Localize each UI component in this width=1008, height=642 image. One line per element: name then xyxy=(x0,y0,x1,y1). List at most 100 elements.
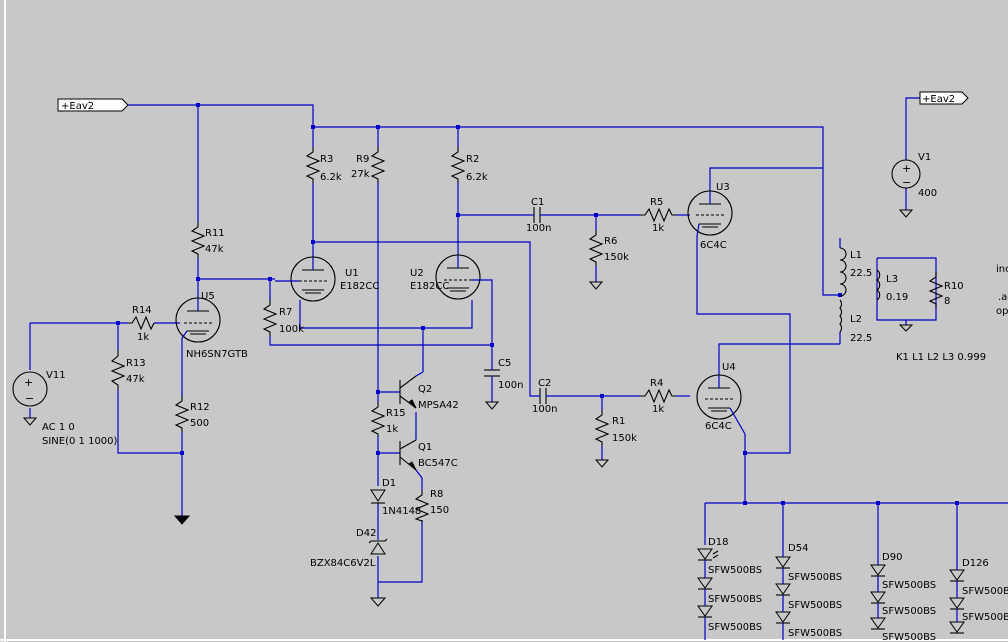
resistor-r12[interactable]: R12 500 xyxy=(174,396,210,432)
capacitor-c1[interactable]: C1 100n xyxy=(526,197,551,234)
voltage-source-v11-text: V11 xyxy=(46,370,66,381)
tube-u3[interactable]: U3 6C4C xyxy=(687,182,733,251)
inductor-l2-path xyxy=(839,299,843,333)
zener-d42[interactable]: D42 BZX84C6V2L xyxy=(310,528,388,569)
eav2-flag-left[interactable]: +Eav2 xyxy=(57,98,129,112)
led-string-d90-text: D90 xyxy=(882,552,902,563)
wires-polyline xyxy=(313,126,840,296)
resistor-r13-text: R13 xyxy=(126,358,146,369)
inductor-l3[interactable]: L3 0.19 xyxy=(876,269,908,303)
resistor-r7[interactable]: R7 100k xyxy=(262,300,304,336)
resistor-r9-text: R9 xyxy=(356,154,369,165)
inductor-l1[interactable]: L1 22.5 xyxy=(839,247,872,297)
diode-d1[interactable]: D1 1N4148 xyxy=(370,478,421,517)
resistor-r5-polyline xyxy=(640,207,676,223)
resistor-r6-text: R6 xyxy=(604,236,617,247)
tube-u1-circle xyxy=(290,256,336,302)
tube-u4-text: 6C4C xyxy=(705,421,732,432)
resistor-r13[interactable]: R13 47k xyxy=(110,350,146,390)
transistor-q1-text: BC547C xyxy=(418,458,458,469)
directive-fragment-1[interactable]: inc xyxy=(996,264,1008,275)
voltage-source-v11-circle xyxy=(12,371,48,407)
voltage-source-v11-text: + xyxy=(24,376,33,389)
junctions-rect xyxy=(180,451,184,455)
resistor-r5-text: R5 xyxy=(650,197,663,208)
resistor-r11[interactable]: R11 47k xyxy=(190,222,225,258)
led-string-d90-polygon xyxy=(870,591,886,603)
led-string-d54-text: SFW500BS xyxy=(788,572,842,583)
resistor-r7-polyline xyxy=(262,300,278,336)
junctions-rect xyxy=(743,451,747,455)
voltage-source-v11[interactable]: + − V11 AC 1 0 SINE(0 1 1000) xyxy=(12,370,118,447)
tube-u4[interactable]: U4 6C4C xyxy=(696,362,746,435)
resistor-r10-polyline xyxy=(928,272,944,308)
capacitor-c5-text: C5 xyxy=(498,358,511,369)
led-string-d54-text: SFW500BS xyxy=(788,628,842,639)
wires-polyline xyxy=(696,236,791,454)
transistor-q1-line xyxy=(399,439,417,450)
tube-u5-path xyxy=(187,330,209,335)
tube-u2[interactable]: U2 E182CC xyxy=(410,254,490,300)
capacitor-c2[interactable]: C2 100n xyxy=(532,378,557,415)
tube-u2-text: U2 xyxy=(410,268,424,279)
led-string-d54[interactable]: D54 SFW500BS SFW500BS SFW500BS xyxy=(775,543,842,640)
led-string-d126[interactable]: D126 SFW500BS SFW500BS xyxy=(949,555,1008,634)
transistor-q2-line xyxy=(415,371,424,377)
ground-symbols-polygon xyxy=(173,515,191,525)
voltage-source-v11-text: − xyxy=(25,392,34,405)
inductor-l2[interactable]: L2 22.5 xyxy=(839,299,872,344)
directive-fragment-3[interactable]: op xyxy=(996,306,1008,317)
resistor-r15-text: R15 xyxy=(386,408,406,419)
resistor-r5[interactable]: R5 1k xyxy=(640,197,676,234)
ground-symbols-polygon xyxy=(369,597,387,607)
eav2-flag-right[interactable]: +Eav2 xyxy=(919,91,969,105)
wires-polyline xyxy=(198,104,314,147)
transistor-q1[interactable]: Q1 BC547C xyxy=(399,439,458,471)
tube-u1-text: U1 xyxy=(345,268,359,279)
resistor-r14[interactable]: R14 1k xyxy=(128,305,155,343)
led-string-d18-polygon xyxy=(697,605,713,617)
voltage-source-v1-text: − xyxy=(902,176,911,189)
resistor-r9-text: 27k xyxy=(351,169,370,180)
resistor-r11-text: 47k xyxy=(205,244,224,255)
resistor-r2[interactable]: R2 6.2k xyxy=(450,147,488,183)
led-string-d90[interactable]: D90 SFW500BS SFW500BS SFW500BS xyxy=(870,552,936,642)
tube-u3-text: U3 xyxy=(716,182,730,193)
capacitor-c1-text: C1 xyxy=(531,197,544,208)
led-string-d90-polygon xyxy=(870,564,886,576)
transistor-q2[interactable]: Q2 MPSA42 xyxy=(399,371,459,411)
led-string-d18[interactable]: D18 SFW500BS SFW500BS SFW500BS xyxy=(697,537,762,640)
resistor-r10[interactable]: R10 8 xyxy=(928,272,964,308)
capacitor-c2-text: C2 xyxy=(538,378,551,389)
capacitor-c5[interactable]: C5 100n xyxy=(484,358,523,391)
junctions-rect xyxy=(490,343,494,347)
led-string-d90-polygon xyxy=(870,617,886,629)
tube-u2-text: E182CC xyxy=(410,281,449,292)
tube-u5[interactable]: U5 NH6SN7GTB xyxy=(175,291,248,360)
coupling-directive[interactable]: K1 L1 L2 L3 0.999 xyxy=(896,352,986,363)
ground-symbols-polygon xyxy=(484,401,500,410)
junctions-rect xyxy=(376,390,380,394)
tube-u1[interactable]: U1 E182CC xyxy=(275,256,379,302)
zener-d42-text: D42 xyxy=(356,528,376,539)
led-string-d18-text: D18 xyxy=(708,537,728,548)
junctions-rect xyxy=(456,125,460,129)
led-string-d18-polygon xyxy=(697,548,713,560)
resistor-r6[interactable]: R6 150k xyxy=(588,230,629,266)
voltage-source-v1[interactable]: + − V1 400 xyxy=(891,152,937,199)
resistor-r8[interactable]: R8 150 xyxy=(414,489,449,522)
wires-polyline xyxy=(313,241,535,397)
resistor-r15[interactable]: R15 1k xyxy=(370,402,406,436)
resistor-r3[interactable]: R3 6.2k xyxy=(305,147,342,183)
directive-fragment-2[interactable]: .ac xyxy=(998,292,1008,303)
wires-polyline xyxy=(415,469,423,490)
resistor-r4[interactable]: R4 1k xyxy=(640,378,676,415)
wires-polyline xyxy=(718,343,840,376)
led-string-d54-text: SFW500BS xyxy=(788,600,842,611)
resistor-r9[interactable]: R9 27k xyxy=(351,147,386,183)
resistor-r12-text: 500 xyxy=(190,418,209,429)
resistor-r13-polyline xyxy=(110,350,126,390)
resistor-r1[interactable]: R1 150k xyxy=(594,410,637,446)
led-string-d18-path xyxy=(712,550,719,559)
